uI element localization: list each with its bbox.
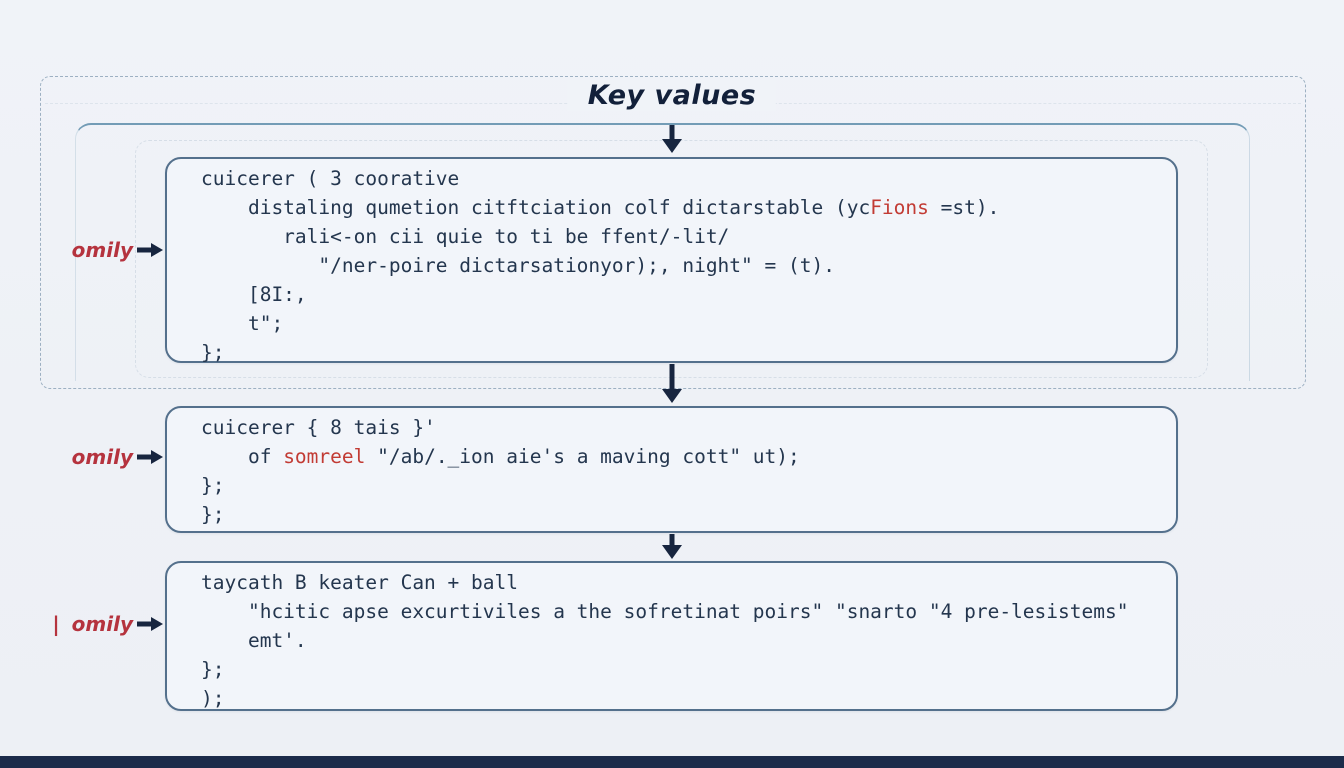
code-content: cuicerer ( 3 coorative distaling qumetio… — [201, 164, 1166, 367]
right-arrow-icon — [137, 242, 164, 258]
down-arrow-icon — [660, 534, 684, 564]
inner-panel-outline — [75, 123, 1250, 381]
code-block-3: taycath B keater Can + ball "hcitic apse… — [165, 561, 1178, 711]
code-line: rali<-on cii quie to ti be ffent/-lit/ — [201, 225, 730, 248]
highlighted-token: somreel — [283, 445, 366, 468]
code-block-1: cuicerer ( 3 coorative distaling qumetio… — [165, 157, 1178, 364]
code-line: "hcitic apse excurtiviles a the sofretin… — [201, 600, 1129, 623]
code-line: [8I:, — [201, 283, 307, 306]
side-label-1: omily — [60, 237, 164, 263]
code-line: distaling qumetion citftciation colf dic… — [201, 196, 1000, 219]
code-line: taycath B keater Can + ball — [201, 571, 518, 594]
code-line: }; — [201, 658, 225, 681]
code-line: cuicerer { 8 tais }' — [201, 416, 436, 439]
code-content: taycath B keater Can + ball "hcitic apse… — [201, 568, 1166, 713]
side-label-2: omily — [60, 444, 164, 470]
side-label-text: omily — [71, 612, 133, 636]
side-label-prefix: | — [52, 612, 60, 636]
code-line: ); — [201, 687, 225, 710]
side-label-text: omily — [71, 238, 133, 262]
right-arrow-icon — [137, 616, 164, 632]
side-label-text: omily — [71, 445, 133, 469]
highlighted-token: Fions — [870, 196, 929, 219]
code-line: }; — [201, 474, 225, 497]
side-label-3: | omily — [52, 611, 164, 637]
down-arrow-icon — [660, 125, 684, 158]
bottom-bar — [0, 756, 1344, 768]
code-line: }; — [201, 503, 225, 526]
code-line: }; — [201, 341, 225, 364]
down-arrow-icon — [660, 364, 684, 408]
code-line: emt'. — [201, 629, 307, 652]
code-content: cuicerer { 8 tais }' of somreel "/ab/._i… — [201, 413, 1166, 529]
code-line: t"; — [201, 312, 284, 335]
page-title: Key values — [567, 80, 777, 111]
code-line: of somreel "/ab/._ion aie's a maving cot… — [201, 445, 800, 468]
code-block-2: cuicerer { 8 tais }' of somreel "/ab/._i… — [165, 406, 1178, 533]
code-line: "/ner-poire dictarsationyor);, night" = … — [201, 254, 835, 277]
right-arrow-icon — [137, 449, 164, 465]
code-line: cuicerer ( 3 coorative — [201, 167, 460, 190]
